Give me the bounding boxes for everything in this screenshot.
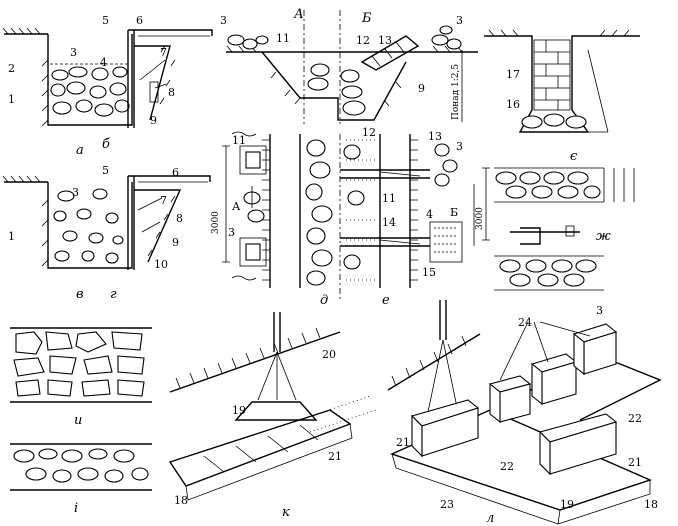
label-11-plan2: 11 <box>382 192 396 205</box>
panel-l: 3 24 22 21 21 22 23 19 18 л <box>387 300 662 526</box>
panel-i-letter: и <box>74 413 82 428</box>
label-5: 5 <box>102 14 109 27</box>
panel-ye-letter: є <box>570 149 578 164</box>
label-21-k: 21 <box>328 450 342 463</box>
panel-d-letter: д <box>320 293 328 308</box>
label-3-l: 3 <box>596 304 603 317</box>
section-A-letter: А <box>293 7 304 22</box>
blocks-l <box>410 323 618 476</box>
wall-stones-zh <box>495 171 601 199</box>
label-6-v: 6 <box>172 166 179 179</box>
slope-label: Понад 1:2,5 <box>451 64 461 120</box>
label-18-l: 18 <box>644 498 658 511</box>
arrow-A-plan: А <box>232 200 241 213</box>
label-4: 4 <box>100 56 107 69</box>
label-19-k: 19 <box>232 404 246 417</box>
label-21-l: 21 <box>396 436 410 449</box>
panel-e-letter: е <box>382 293 390 308</box>
label-18-k: 18 <box>174 494 188 507</box>
rubble-stones-v <box>53 188 124 264</box>
label-13-plan: 13 <box>428 130 442 143</box>
label-3-plan: 3 <box>228 226 235 239</box>
label-2: 2 <box>8 62 15 75</box>
label-3: 3 <box>70 46 77 59</box>
label-12-sec: 12 <box>356 34 370 47</box>
label-20-k: 20 <box>322 348 336 361</box>
label-9-v: 9 <box>172 236 179 249</box>
label-15-plan: 15 <box>422 266 436 279</box>
label-3-sec: 3 <box>220 14 227 27</box>
label-9-sec: 9 <box>418 82 425 95</box>
panel-l-letter: л <box>486 511 494 526</box>
label-1: 1 <box>8 93 15 106</box>
panel-b-letter: б <box>102 137 110 152</box>
wall-stones-zh2 <box>499 259 597 287</box>
plan-d-e: 11 3 3000 А 12 11 13 3 14 4 Б 15 д е <box>211 126 475 308</box>
rubble-texture-i <box>13 331 145 397</box>
rubble-stones-a <box>50 66 130 117</box>
label-21-l2: 21 <box>628 456 642 469</box>
panel-ye: 17 16 є <box>484 29 640 164</box>
label-10-v: 10 <box>154 258 168 271</box>
label-9: 9 <box>150 114 157 127</box>
panel-v-g: 1 3 5 6 7 8 9 10 в г <box>2 164 211 302</box>
label-24-l: 24 <box>518 316 532 329</box>
panel-k-letter: к <box>282 505 290 520</box>
panel-i: и <box>10 327 152 428</box>
label-7-v: 7 <box>160 194 167 207</box>
label-22-l2: 22 <box>500 460 514 473</box>
label-13-sec: 13 <box>378 34 392 47</box>
label-17: 17 <box>506 68 520 81</box>
label-3-sec-r: 3 <box>456 14 463 27</box>
label-3-plan-r: 3 <box>456 140 463 153</box>
panel-g-letter: г <box>110 287 117 302</box>
label-7: 7 <box>160 46 167 59</box>
panel-a-b: 2 1 3 4 5 6 7 8 9 а б <box>2 14 213 158</box>
arrow-B-plan: Б <box>450 206 458 219</box>
rubble-stones-section <box>227 25 462 116</box>
label-1-v: 1 <box>8 230 15 243</box>
label-11-sec: 11 <box>276 32 290 45</box>
label-23-l: 23 <box>440 498 454 511</box>
label-16: 16 <box>506 98 520 111</box>
panel-k: 19 20 21 18 к <box>168 312 377 520</box>
label-5-v: 5 <box>102 164 109 177</box>
label-3-v: 3 <box>72 186 79 199</box>
label-14-plan: 14 <box>382 216 396 229</box>
section-B-letter: Б <box>361 11 372 26</box>
label-22-l: 22 <box>628 412 642 425</box>
label-8-v: 8 <box>176 212 183 225</box>
panel-i2: і <box>10 443 152 516</box>
panel-zh: 3000 ж <box>475 167 635 291</box>
plan-stones <box>305 139 365 286</box>
label-11-plan: 11 <box>232 134 246 147</box>
label-4-plan: 4 <box>426 208 433 221</box>
label-12-plan: 12 <box>362 126 376 139</box>
dim-3000-left: 3000 <box>211 211 221 234</box>
panel-a-letter: а <box>76 143 84 158</box>
label-6: 6 <box>136 14 143 27</box>
dim-3000-right: 3000 <box>475 207 485 230</box>
rubble-texture-i2 <box>13 448 149 483</box>
panel-v-letter: в <box>76 287 84 302</box>
label-8: 8 <box>168 86 175 99</box>
label-19-l: 19 <box>560 498 574 511</box>
panel-zh-letter: ж <box>596 229 611 244</box>
section-a-b: 3 11 12 13 3 9 А Б Понад 1:2,5 <box>220 7 478 124</box>
panel-i2-letter: і <box>74 501 78 516</box>
